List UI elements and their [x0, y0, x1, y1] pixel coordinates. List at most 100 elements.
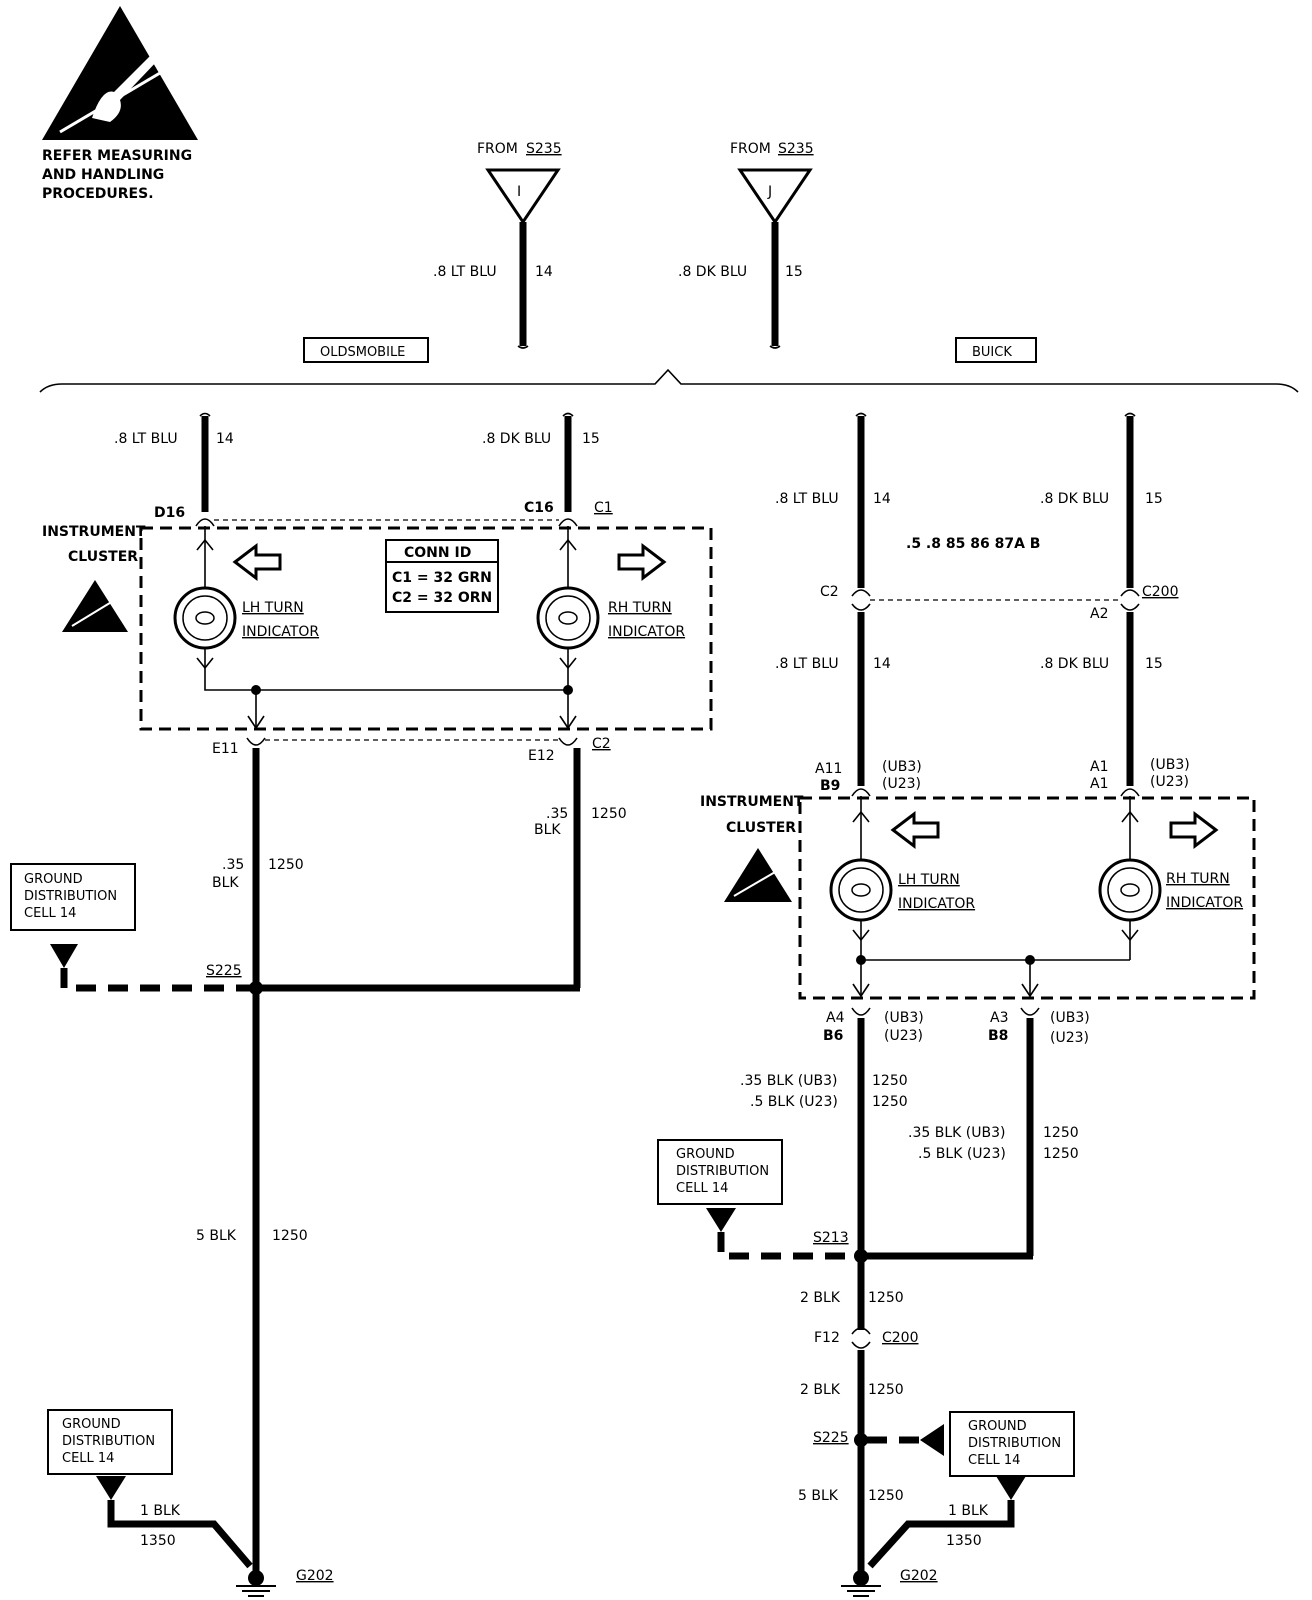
esd-note-line-3: PROCEDURES. — [42, 186, 154, 202]
buick-ground-box-2-l2: DISTRIBUTION — [968, 1436, 1061, 1451]
esd-warning-icon — [42, 6, 198, 140]
buick-wire-rh: .8 DK BLU — [1040, 491, 1109, 507]
olds-cluster-label-2: CLUSTER — [68, 549, 138, 565]
olds-rh-label-2: INDICATOR — [608, 624, 685, 640]
buick-ub3-4: (UB3) — [1050, 1010, 1090, 1026]
olds-lh-bulb-icon — [173, 586, 237, 650]
olds-wire-e11-2: BLK — [212, 875, 239, 891]
olds-conn-c2: C2 — [592, 736, 611, 752]
buick-ground-box-1 — [657, 1139, 783, 1205]
olds-circuit-1350: 1350 — [140, 1533, 176, 1549]
olds-conn-id-box — [385, 539, 499, 613]
olds-conn-id-title: CONN ID — [404, 545, 471, 561]
buick-circuit-2blk-a: 1250 — [868, 1290, 904, 1306]
oldsmobile-box — [303, 337, 429, 363]
olds-conn-id-c2: C2 = 32 ORN — [392, 590, 492, 606]
buick-circuit-l2: 1250 — [872, 1094, 908, 1110]
from-s235-j: FROM S235 J .8 DK BLU 15 — [678, 141, 814, 349]
olds-ground-g202: G202 — [296, 1568, 334, 1584]
olds-wire-lh: .8 LT BLU — [114, 431, 178, 447]
buick-conn-c200b: C200 — [882, 1330, 919, 1346]
buick-splice-s225-dot — [854, 1433, 868, 1447]
olds-ground-box-2-l1: GROUND — [62, 1417, 121, 1432]
olds-left-arrow-icon — [232, 542, 282, 582]
buick-ub3-3: (UB3) — [884, 1010, 924, 1026]
buick-wire-5blk: 5 BLK — [798, 1488, 839, 1504]
olds-circuit-e11: 1250 — [268, 857, 304, 873]
olds-ground-dist-icon-1 — [50, 944, 78, 968]
from-j-circuit: 15 — [785, 264, 803, 280]
from-i-circuit: 14 — [535, 264, 553, 280]
buick-section: .8 LT BLU 14 .8 DK BLU 15 .5 .8 85 86 87… — [657, 412, 1256, 1597]
olds-ground-box-2-l3: CELL 14 — [62, 1451, 114, 1466]
olds-ground-dist-icon-2 — [96, 1476, 126, 1500]
from-j-label: FROM — [730, 141, 771, 157]
buick-circuit-r1: 1250 — [1043, 1125, 1079, 1141]
buick-pin-b8: B8 — [988, 1028, 1008, 1044]
buick-rh-bulb-icon — [1098, 858, 1162, 922]
from-j-wire: .8 DK BLU — [678, 264, 747, 280]
olds-ground-box-1 — [10, 863, 136, 931]
olds-wire-e12-1: .35 — [546, 806, 568, 822]
from-j-letter: J — [767, 184, 772, 200]
buick-circuit-lh: 14 — [873, 491, 891, 507]
esd-note-line-1: REFER MEASURING — [42, 148, 192, 164]
oldsmobile-section: .8 LT BLU 14 .8 DK BLU 15 D16 C16 C1 INS… — [10, 412, 713, 1597]
buick-splice-s213-dot — [854, 1249, 868, 1263]
buick-pin-c2: C2 — [820, 584, 839, 600]
buick-note: .5 .8 85 86 87A B — [906, 536, 1040, 552]
buick-u23-3: (U23) — [884, 1028, 923, 1044]
buick-rh-label-1: RH TURN — [1166, 871, 1230, 887]
olds-wire-main: 5 BLK — [196, 1228, 237, 1244]
from-j-triangle — [737, 168, 813, 225]
buick-ground-dist-icon-1 — [706, 1208, 736, 1232]
olds-ground-box-1-l2: DISTRIBUTION — [24, 889, 117, 904]
buick-pin-a4: A4 — [826, 1010, 845, 1026]
buick-ground-box-2-l3: CELL 14 — [968, 1453, 1020, 1468]
olds-rh-bulb-icon — [536, 586, 600, 650]
olds-ground-box-2-l2: DISTRIBUTION — [62, 1434, 155, 1449]
buick-circuit-5blk: 1250 — [868, 1488, 904, 1504]
buick-label: BUICK — [972, 345, 1012, 360]
buick-circuit-rh2: 15 — [1145, 656, 1163, 672]
from-i-label: FROM — [477, 141, 518, 157]
buick-u23-4: (U23) — [1050, 1030, 1089, 1046]
buick-wire-r2: .5 BLK (U23) — [918, 1146, 1006, 1162]
buick-pin-a11: A11 — [815, 761, 842, 777]
buick-cluster-label-2: CLUSTER — [726, 820, 796, 836]
olds-splice-s225: S225 — [206, 963, 242, 979]
buick-wire-1blk: 1 BLK — [948, 1503, 989, 1519]
buick-circuit-1350: 1350 — [946, 1533, 982, 1549]
buick-lh-bulb-icon — [829, 858, 893, 922]
olds-wire-rh: .8 DK BLU — [482, 431, 551, 447]
olds-lh-label-2: INDICATOR — [242, 624, 319, 640]
olds-wire-e11-1: .35 — [222, 857, 244, 873]
olds-pin-e12: E12 — [528, 748, 555, 764]
buick-wire-2blk-b: 2 BLK — [800, 1382, 841, 1398]
buick-cluster-label-1: INSTRUMENT — [700, 794, 804, 810]
olds-ground-g202-icon — [236, 1570, 276, 1597]
buick-splice-s225: S225 — [813, 1430, 849, 1446]
buick-pin-a1a: A1 — [1090, 759, 1108, 775]
buick-ground-g202-icon — [841, 1570, 881, 1597]
buick-rh-label-2: INDICATOR — [1166, 895, 1243, 911]
from-j-splice: S235 — [778, 141, 814, 157]
olds-lh-label-1: LH TURN — [242, 600, 304, 616]
buick-esd-icon — [724, 848, 792, 902]
olds-wire-e12-2: BLK — [534, 822, 561, 838]
olds-circuit-main: 1250 — [272, 1228, 308, 1244]
buick-lh-label-2: INDICATOR — [898, 896, 975, 912]
buick-circuit-l1: 1250 — [872, 1073, 908, 1089]
buick-circuit-2blk-b: 1250 — [868, 1382, 904, 1398]
buick-ground-box-1-l3: CELL 14 — [676, 1181, 728, 1196]
buick-wire-l2: .5 BLK (U23) — [750, 1094, 838, 1110]
buick-wire-l1: .35 BLK (UB3) — [740, 1073, 837, 1089]
buick-pin-a3: A3 — [990, 1010, 1008, 1026]
buick-ground-box-1-l2: DISTRIBUTION — [676, 1164, 769, 1179]
buick-ub3-1: (UB3) — [882, 759, 922, 775]
olds-splice-s225-dot — [249, 981, 263, 995]
buick-wire-lh2: .8 LT BLU — [775, 656, 839, 672]
olds-pin-e11: E11 — [212, 741, 239, 757]
buick-pin-b9: B9 — [820, 778, 840, 794]
